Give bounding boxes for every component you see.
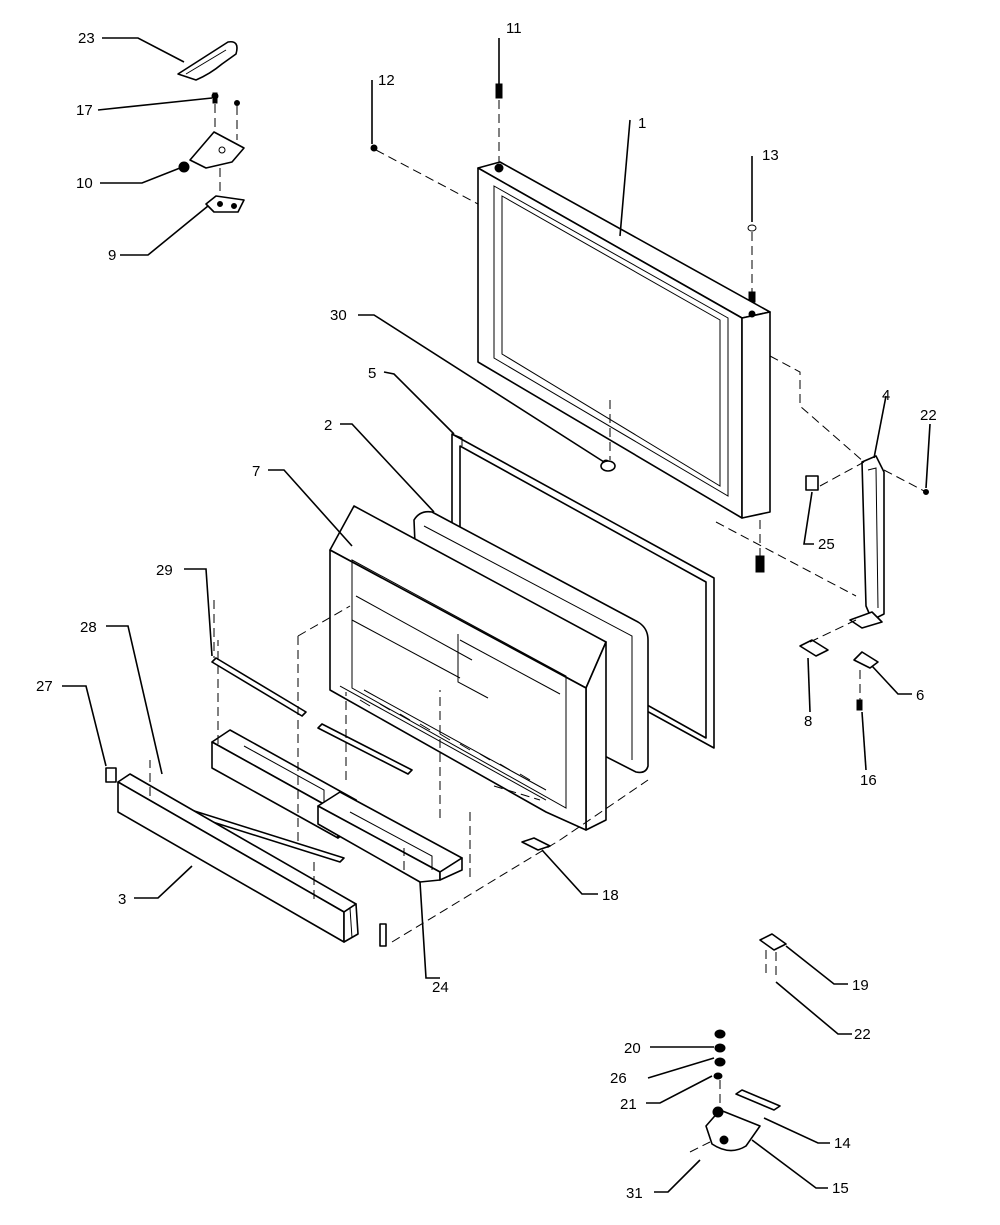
leader-lines — [62, 37, 931, 1193]
callout-6: 6 — [916, 687, 924, 704]
small-bracket-part — [759, 933, 787, 980]
screw-part — [211, 92, 240, 140]
callout-27: 27 — [36, 678, 53, 695]
bottom-hinge-part — [705, 1089, 781, 1152]
callout-4: 4 — [882, 387, 890, 404]
front-panel-part — [117, 773, 359, 943]
block-part — [805, 475, 819, 491]
callout-11: 11 — [506, 20, 522, 37]
pin-part — [379, 923, 387, 947]
callout-12: 12 — [378, 72, 395, 89]
callout-22-lower: 22 — [854, 1026, 871, 1043]
callout-24: 24 — [432, 979, 449, 996]
pad-part — [521, 837, 551, 851]
callout-2: 2 — [324, 417, 332, 434]
callout-labels: 23 17 10 9 11 12 1 13 30 5 2 7 4 22 25 2… — [36, 20, 937, 1202]
callout-15: 15 — [832, 1180, 849, 1197]
callout-30: 30 — [330, 307, 347, 324]
callout-29: 29 — [156, 562, 173, 579]
callout-7: 7 — [252, 463, 260, 480]
upper-hinge-part — [178, 131, 245, 196]
washer-stack-part — [713, 1029, 726, 1104]
shim-part — [799, 639, 829, 657]
callout-21: 21 — [620, 1096, 637, 1113]
callout-9: 9 — [108, 247, 116, 264]
door-outer-panel-part — [477, 161, 771, 519]
callout-26: 26 — [610, 1070, 627, 1087]
callout-8: 8 — [804, 713, 812, 730]
callout-10: 10 — [76, 175, 93, 192]
rail-part — [211, 600, 307, 717]
plug-part — [370, 144, 378, 152]
callout-13: 13 — [762, 147, 779, 164]
callout-31: 31 — [626, 1185, 643, 1202]
inner-liner-part — [329, 505, 607, 831]
bin-right-part — [317, 791, 463, 883]
callout-18: 18 — [602, 887, 619, 904]
callout-14: 14 — [834, 1135, 851, 1152]
door-screw-right-part — [747, 224, 757, 303]
bracket-part — [853, 651, 879, 711]
callout-23: 23 — [78, 30, 95, 47]
assembly-lines — [149, 149, 927, 1153]
bottom-hinge-arm-part — [849, 455, 885, 629]
door-stop-part — [600, 400, 616, 472]
callout-28: 28 — [80, 619, 97, 636]
bin-rail-part — [317, 723, 413, 775]
callout-19: 19 — [852, 977, 869, 994]
hinge-cover-part — [177, 40, 238, 81]
callout-17: 17 — [76, 102, 93, 119]
hinge-plate-part — [205, 195, 245, 213]
door-screw-bottom-part — [755, 520, 765, 573]
callout-1: 1 — [638, 115, 646, 132]
callout-22-upper: 22 — [920, 407, 937, 424]
callout-25: 25 — [818, 536, 835, 553]
callout-20: 20 — [624, 1040, 641, 1057]
callout-5: 5 — [368, 365, 376, 382]
callout-3: 3 — [118, 891, 126, 908]
end-clip-part — [105, 767, 117, 783]
callout-16: 16 — [860, 772, 877, 789]
door-screw-top-part — [495, 83, 503, 166]
